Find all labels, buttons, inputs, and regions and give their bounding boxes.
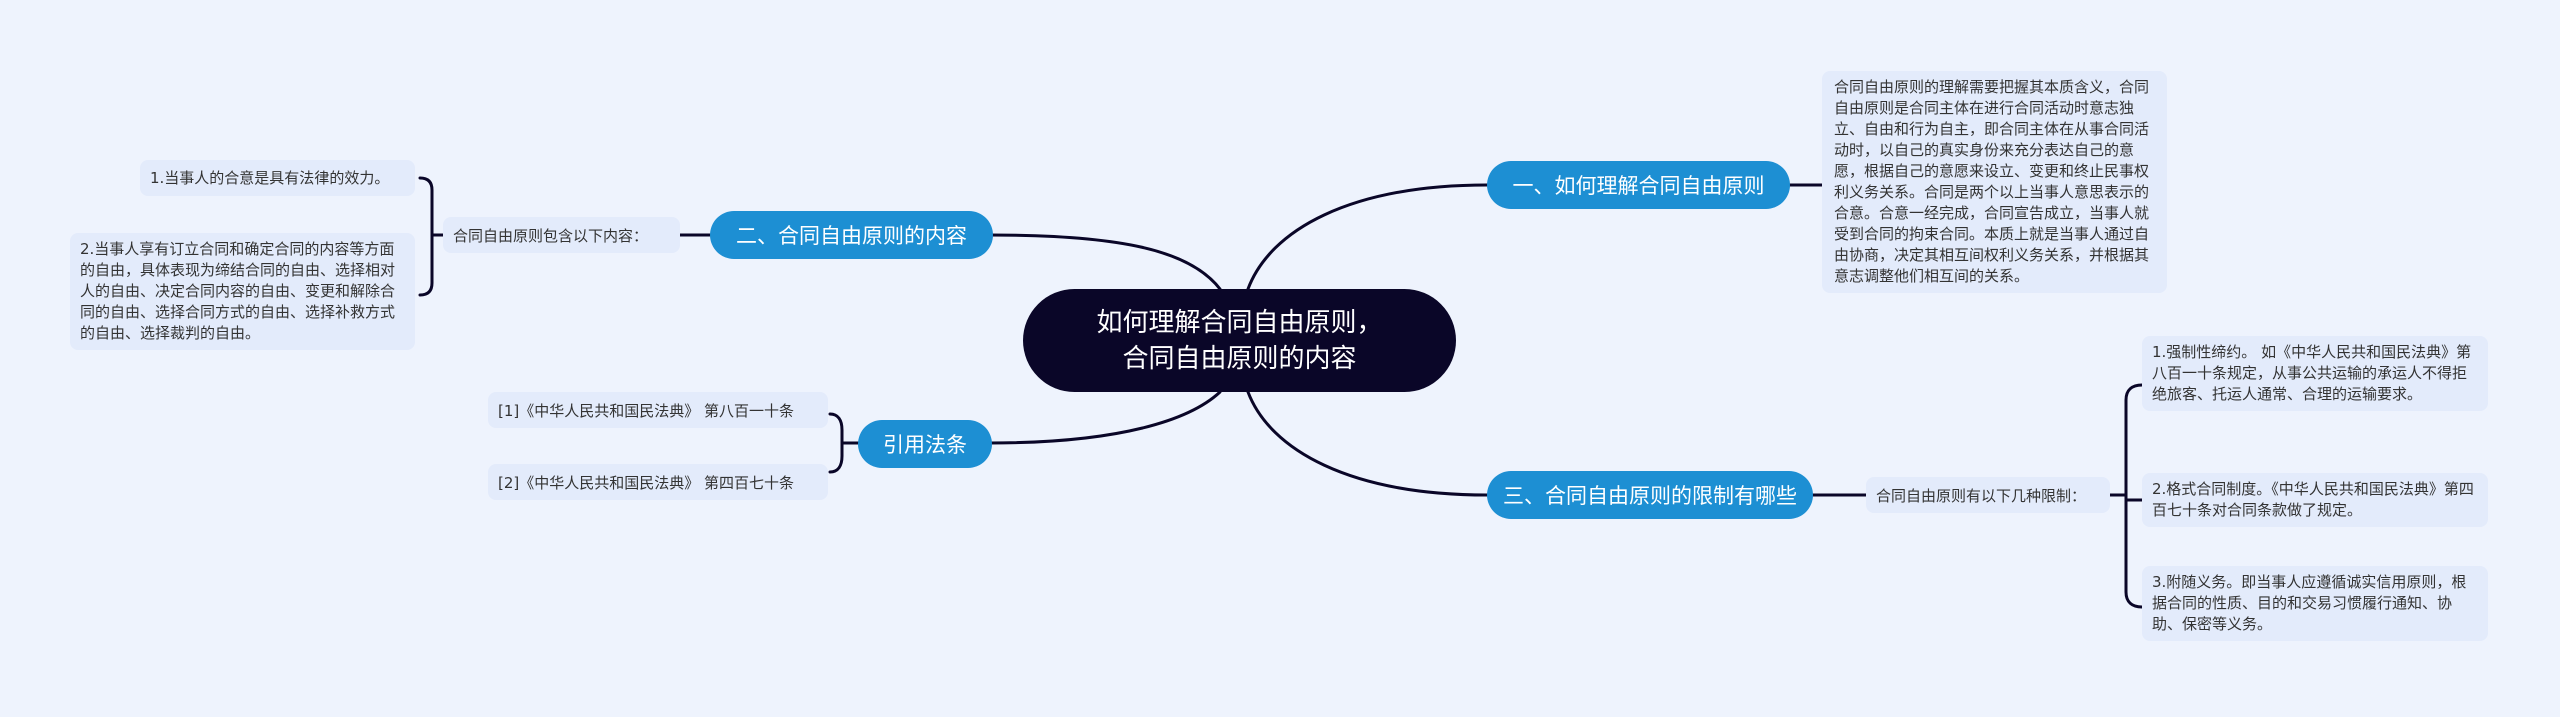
branch-label: 引用法条 <box>883 433 967 457</box>
branch-label: 一、如何理解合同自由原则 <box>1512 174 1765 198</box>
limitations-intro[interactable]: 合同自由原则有以下几种限制： <box>1866 477 2110 513</box>
branch-content[interactable]: 二、合同自由原则的内容 <box>710 211 993 259</box>
branch-label: 二、合同自由原则的内容 <box>736 224 967 248</box>
branch-understanding[interactable]: 一、如何理解合同自由原则 <box>1487 161 1790 209</box>
cited-law-item-2[interactable]: [2]《中华人民共和国民法典》 第四百七十条 <box>488 464 828 500</box>
content-item-1[interactable]: 1.当事人的合意是具有法律的效力。 <box>140 160 415 196</box>
leaf-text: 合同自由原则的理解需要把握其本质含义，合同自由原则是合同主体在进行合同活动时意志… <box>1834 78 2150 285</box>
limitation-item-2[interactable]: 2.格式合同制度。《中华人民共和国民法典》第四百七十条对合同条款做了规定。 <box>2142 473 2488 527</box>
leaf-text: 2.格式合同制度。《中华人民共和国民法典》第四百七十条对合同条款做了规定。 <box>2152 480 2474 519</box>
leaf-text: 1.当事人的合意是具有法律的效力。 <box>150 168 390 187</box>
leaf-text: 合同自由原则有以下几种限制： <box>1876 486 2087 505</box>
understanding-detail[interactable]: 合同自由原则的理解需要把握其本质含义，合同自由原则是合同主体在进行合同活动时意志… <box>1822 71 2167 293</box>
leaf-text: [1]《中华人民共和国民法典》 第八百一十条 <box>498 401 795 420</box>
leaf-text: 2.当事人享有订立合同和确定合同的内容等方面的自由，具体表现为缔结合同的自由、选… <box>80 240 396 342</box>
leaf-text: 3.附随义务。即当事人应遵循诚实信用原则，根据合同的性质、目的和交易习惯履行通知… <box>2152 573 2467 633</box>
cited-law-item-1[interactable]: [1]《中华人民共和国民法典》 第八百一十条 <box>488 392 828 428</box>
limitation-item-3[interactable]: 3.附随义务。即当事人应遵循诚实信用原则，根据合同的性质、目的和交易习惯履行通知… <box>2142 566 2488 641</box>
branch-cited-law[interactable]: 引用法条 <box>858 420 992 468</box>
limitation-item-1[interactable]: 1.强制性缔约。 如《中华人民共和国民法典》第八百一十条规定，从事公共运输的承运… <box>2142 336 2488 411</box>
root-node[interactable]: 如何理解合同自由原则， 合同自由原则的内容 <box>1023 289 1456 392</box>
root-title-line1: 如何理解合同自由原则， <box>1096 307 1383 338</box>
branch-label: 三、合同自由原则的限制有哪些 <box>1503 484 1797 508</box>
leaf-text: 1.强制性缔约。 如《中华人民共和国民法典》第八百一十条规定，从事公共运输的承运… <box>2152 343 2472 403</box>
content-item-2[interactable]: 2.当事人享有订立合同和确定合同的内容等方面的自由，具体表现为缔结合同的自由、选… <box>70 233 415 350</box>
leaf-text: [2]《中华人民共和国民法典》 第四百七十条 <box>498 473 795 492</box>
content-intro[interactable]: 合同自由原则包含以下内容： <box>443 217 680 253</box>
leaf-text: 合同自由原则包含以下内容： <box>453 226 649 245</box>
branch-limitations[interactable]: 三、合同自由原则的限制有哪些 <box>1487 471 1813 519</box>
root-title-line2: 合同自由原则的内容 <box>1122 343 1357 374</box>
